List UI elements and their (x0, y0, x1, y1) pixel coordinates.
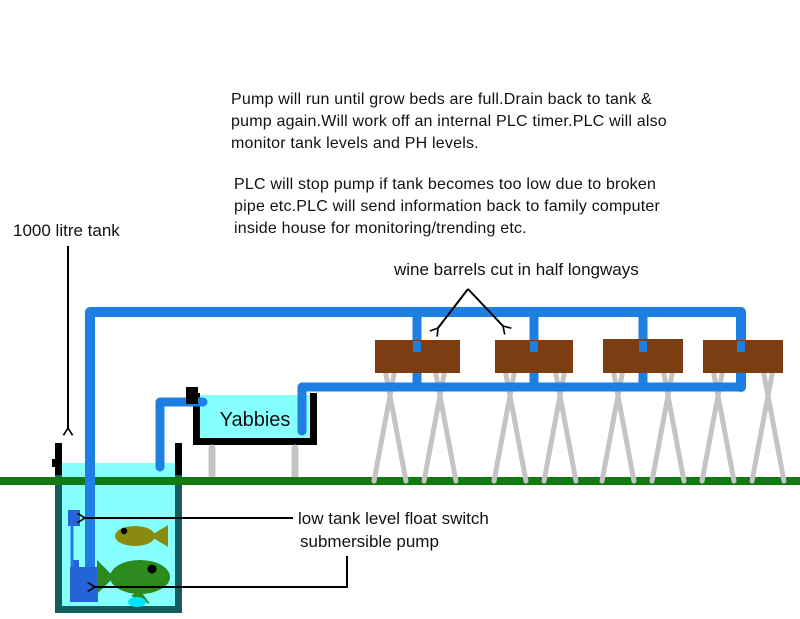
barrel-4-inlet (737, 341, 745, 352)
barrel-3-inlet (639, 341, 647, 352)
yabbies-left-wall (193, 393, 200, 445)
pump-arrow (87, 556, 348, 593)
pump-body (70, 567, 98, 602)
note-pump-operation: Pump will run until grow beds are full.D… (231, 91, 667, 152)
annotation-arrows (62, 246, 512, 593)
main-tank-bottom (55, 606, 182, 613)
water-droplet (128, 597, 146, 607)
submersible-pump-label: submersible pump (300, 532, 439, 551)
tank-level-mark (52, 459, 59, 467)
ground-line (0, 477, 800, 485)
pump-top-notch (72, 560, 79, 569)
tank-label: 1000 litre tank (13, 221, 120, 240)
main-tank-left-wall (55, 443, 62, 613)
barrel-2-inlet (530, 341, 538, 352)
yabbies-bottom (193, 438, 317, 445)
grow-bed-barrels (375, 339, 783, 373)
yabbies-label: Yabbies (219, 409, 291, 431)
yabbies-overflow-fitting (186, 387, 198, 404)
drain-manifold-pipe (297, 382, 746, 436)
note-plc-safety: PLC will stop pump if tank becomes too l… (234, 176, 661, 237)
barrels-label: wine barrels cut in half longways (394, 260, 639, 279)
trestle-legs (371, 366, 787, 484)
main-tank-right-wall-cap (175, 443, 182, 475)
yabbies-right-wall (310, 393, 317, 445)
barrels-arrow-right (467, 288, 512, 335)
olive-fish-icon (115, 525, 168, 547)
main-tank-right-wall (175, 443, 182, 613)
green-fish-icon (97, 560, 170, 607)
yabbies-tank (193, 393, 317, 479)
barrels-arrow-left (429, 288, 469, 337)
yabbies-water (200, 395, 310, 439)
float-switch-body (68, 510, 80, 526)
float-switch-label: low tank level float switch (298, 509, 489, 528)
barrel-1-inlet (413, 341, 421, 352)
float-switch (68, 510, 80, 567)
